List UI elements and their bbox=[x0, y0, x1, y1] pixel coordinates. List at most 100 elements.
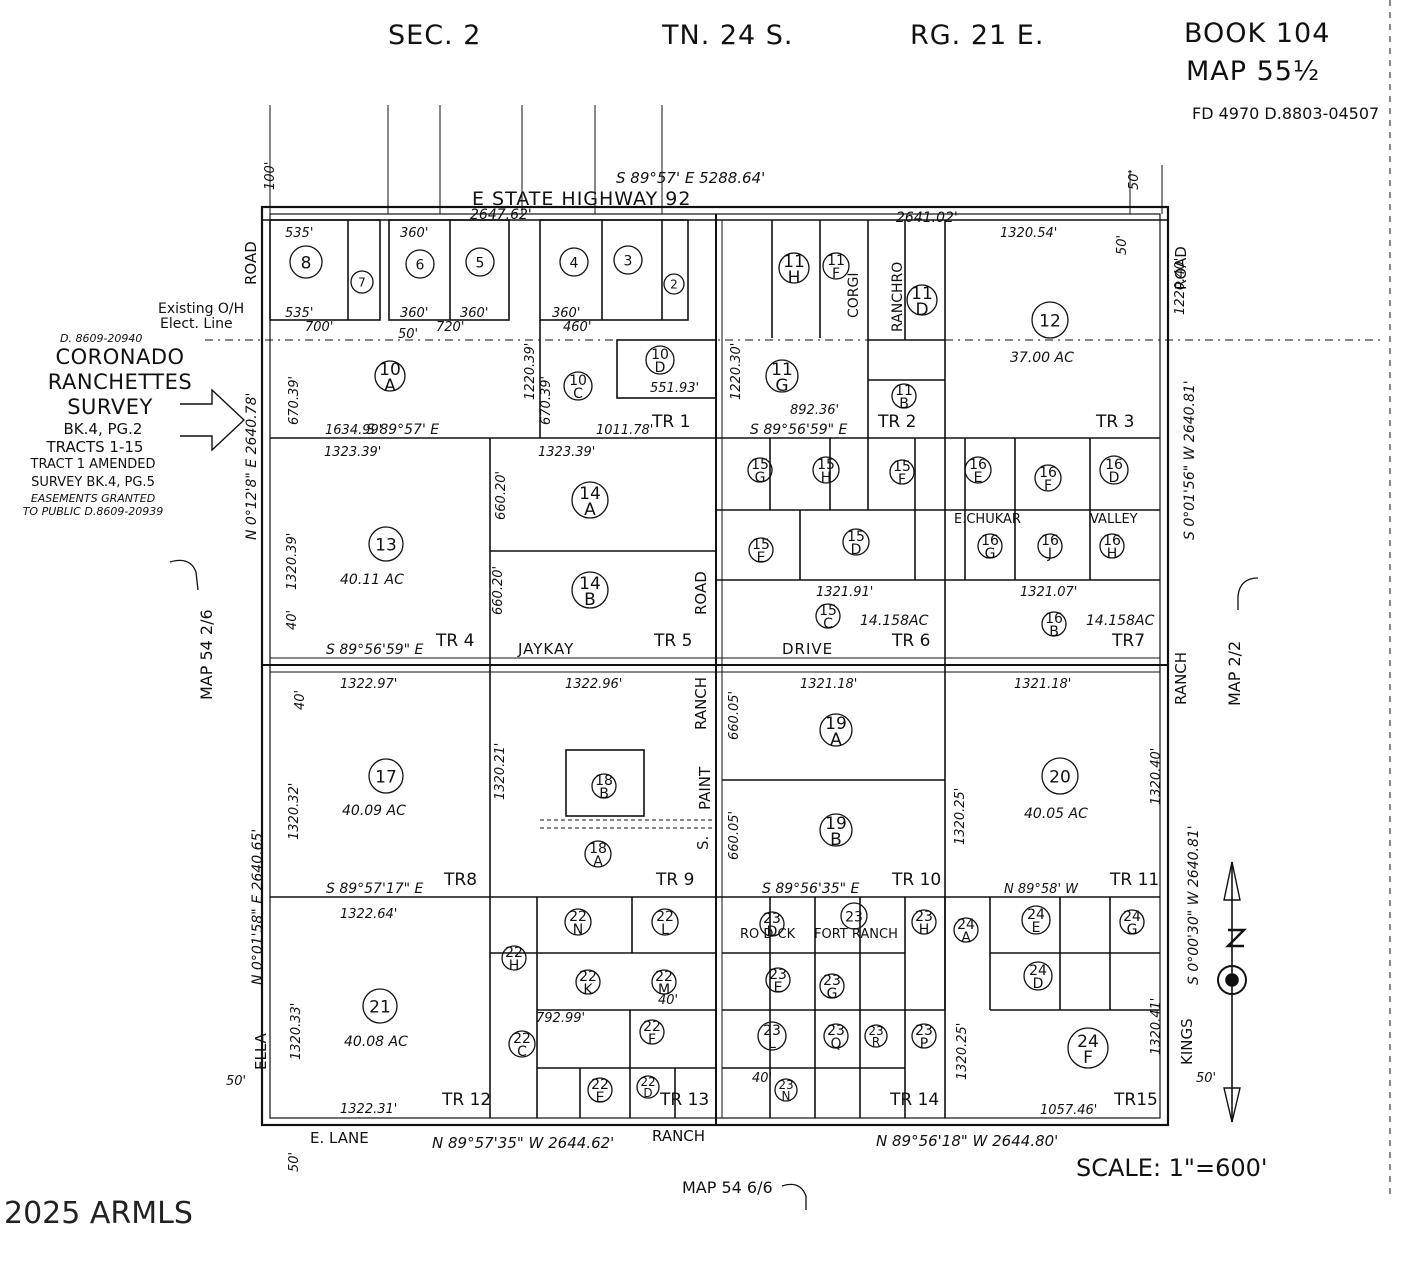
parcel-circle bbox=[651, 908, 679, 936]
bearing-label: N 89°57'35" W 2644.62' bbox=[432, 1134, 614, 1152]
parcel-suffix: G bbox=[827, 986, 838, 1002]
parcel-suffix: F bbox=[898, 472, 906, 488]
dimension-label: 50' bbox=[398, 327, 418, 342]
scale-label: SCALE: 1"=600' bbox=[1076, 1154, 1268, 1182]
bearing-label: N 0°12'8" E 2640.78' bbox=[244, 393, 260, 540]
acreage-label: 37.00 AC bbox=[1010, 350, 1074, 366]
parcel-circle bbox=[1034, 464, 1062, 492]
parcel-number: 4 bbox=[570, 255, 579, 271]
parcel-suffix: A bbox=[384, 376, 396, 396]
section-label: SEC. 2 bbox=[388, 20, 482, 51]
survey-line: BK.4, PG.2 bbox=[63, 420, 143, 438]
parcel-circle bbox=[645, 345, 675, 375]
parcel-number: 11 bbox=[911, 284, 933, 304]
pointer-arrow-icon bbox=[180, 388, 246, 452]
tract-label: TR 5 bbox=[653, 631, 692, 651]
dimension-label: 660.20' bbox=[494, 471, 509, 520]
bearing-label: N 89°56'18" W 2644.80' bbox=[876, 1132, 1058, 1150]
parcel-number: 24 bbox=[957, 917, 975, 933]
survey-ref-top: D. 8609-20940 bbox=[60, 332, 143, 345]
road-label: ROAD bbox=[242, 241, 260, 285]
parcel-suffix: G bbox=[755, 470, 766, 486]
dimension-label: 660.05' bbox=[727, 811, 742, 860]
parcel-number: 22 bbox=[656, 909, 674, 925]
bearing-label: S 89°57' E 5288.64' bbox=[616, 169, 765, 187]
parcel-circle bbox=[584, 840, 612, 868]
parcel-number: 24 bbox=[1123, 909, 1141, 925]
parcel-suffix: B bbox=[830, 830, 842, 850]
dimension-label: 50' bbox=[1196, 1071, 1216, 1086]
parcel-suffix: F bbox=[648, 1032, 656, 1048]
parcel-number: 16 bbox=[1039, 465, 1057, 481]
survey-easement-line: TO PUBLIC D.8609-20939 bbox=[22, 505, 164, 518]
adjacent-map-label: MAP 54 6/6 bbox=[682, 1178, 773, 1197]
parcel-number: 11 bbox=[783, 252, 805, 272]
parcel-suffix: P bbox=[920, 1036, 928, 1052]
tract-label: TR15 bbox=[1113, 1090, 1158, 1110]
parcel-number: 12 bbox=[1039, 311, 1061, 331]
parcel-suffix: B bbox=[899, 396, 909, 412]
parcel-suffix: H bbox=[509, 958, 520, 974]
parcel-circle bbox=[1041, 757, 1079, 795]
parcel-number: 13 bbox=[375, 535, 397, 555]
parcel-suffix: G bbox=[775, 376, 788, 396]
dimension-label: 360' bbox=[400, 306, 428, 321]
road-label: PAINT bbox=[696, 766, 714, 810]
road-label: VALLEY bbox=[1090, 512, 1138, 527]
parcel-number: 10 bbox=[651, 347, 669, 363]
road-label: E. LANE bbox=[310, 1129, 369, 1147]
road-label: ROAD bbox=[1172, 246, 1190, 290]
parcel-suffix: E bbox=[757, 550, 766, 566]
parcel-circle bbox=[362, 988, 398, 1024]
adjacent-map-label: MAP 2/2 bbox=[1225, 641, 1244, 706]
tract-label: TR 14 bbox=[889, 1090, 939, 1110]
dimension-label: 50' bbox=[226, 1074, 246, 1089]
parcel-suffix: A bbox=[584, 500, 596, 520]
dimension-label: 360' bbox=[460, 306, 488, 321]
parcel-number: 15 bbox=[751, 457, 769, 473]
parcel-number: 22 bbox=[579, 969, 597, 985]
parcel-number: 23 bbox=[868, 1024, 883, 1038]
tract-label: TR 13 bbox=[659, 1090, 709, 1110]
bearing-label: S 0°01'56" W 2640.81' bbox=[1182, 380, 1198, 540]
tract-label: TR 12 bbox=[441, 1090, 491, 1110]
file-reference: FD 4970 D.8803-04507 bbox=[1192, 104, 1380, 123]
tract-label: TR 4 bbox=[435, 631, 474, 651]
parcel-circle bbox=[747, 457, 773, 483]
survey-line: SURVEY BK.4, PG.5 bbox=[31, 475, 155, 490]
bearing-label: S 89°56'35" E bbox=[762, 881, 860, 897]
parcel-suffix: N bbox=[573, 922, 583, 938]
bearing-label: 2641.02' bbox=[896, 210, 958, 226]
parcel-number: 23 bbox=[763, 1023, 781, 1039]
survey-line: TRACTS 1-15 bbox=[46, 438, 144, 456]
tract-label: TR7 bbox=[1111, 631, 1145, 651]
parcel-circle bbox=[639, 1019, 665, 1045]
dimension-label: 1321.18' bbox=[1014, 677, 1071, 692]
parcel-number: 15 bbox=[819, 603, 837, 619]
parcel-suffix: F bbox=[1083, 1048, 1093, 1068]
dimension-label: 700' bbox=[305, 320, 333, 335]
dimension-label: 660.05' bbox=[727, 691, 742, 740]
parcel-circle bbox=[636, 1075, 660, 1099]
parcel-suffix: D bbox=[1109, 470, 1120, 486]
parcel-suffix: C bbox=[573, 386, 583, 402]
dimension-label: 660.20' bbox=[491, 566, 506, 615]
parcel-number: 16 bbox=[1045, 611, 1063, 627]
parcel-number: 19 bbox=[825, 814, 847, 834]
parcel-suffix: M bbox=[658, 982, 670, 998]
parcel-number: 23 bbox=[763, 911, 781, 927]
parcel-number: 22 bbox=[655, 969, 673, 985]
parcel-number: 17 bbox=[375, 767, 397, 787]
parcel-number: 16 bbox=[981, 533, 999, 549]
dimension-label: 1320.41' bbox=[1149, 998, 1164, 1055]
dimension-label: 1321.07' bbox=[1020, 585, 1077, 600]
parcel-circle bbox=[571, 571, 609, 609]
survey-note: D. 8609-20940 CORONADO RANCHETTES SURVEY… bbox=[20, 332, 220, 518]
dimension-label: 50' bbox=[1115, 235, 1130, 255]
parcel-suffix: B bbox=[1049, 624, 1059, 640]
parcel-circle bbox=[613, 245, 643, 275]
parcel-circle bbox=[822, 252, 850, 280]
dimension-label: 551.93' bbox=[650, 381, 699, 396]
parcel-number: 21 bbox=[369, 997, 391, 1017]
